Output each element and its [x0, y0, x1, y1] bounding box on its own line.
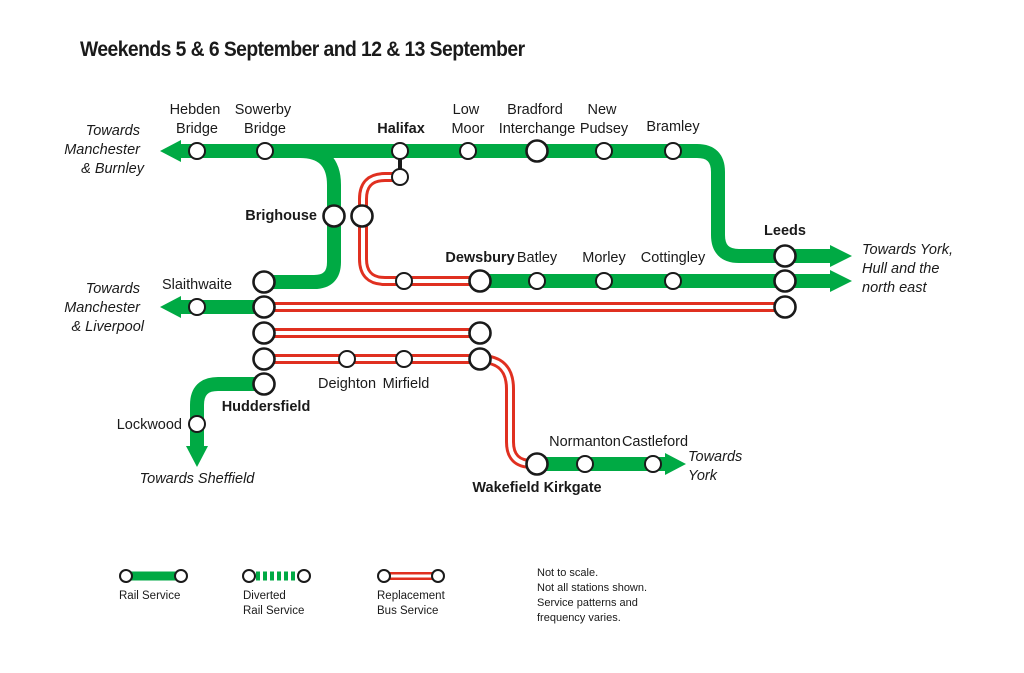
station-marker-huddersfield-1 [252, 270, 276, 294]
destination-york-hull: Towards York, Hull and the north east [862, 242, 957, 296]
station-marker-deighton [338, 350, 356, 368]
label-bramley: Bramley [646, 119, 700, 135]
destination-manchester-burnley: Towards Manchester & Burnley [64, 123, 145, 177]
arrow-east-york-hull-1 [830, 245, 852, 267]
station-marker-new-pudsey [595, 142, 613, 160]
label-brighouse: Brighouse [245, 208, 317, 224]
label-sowerby-bridge: Sowerby Bridge [235, 102, 295, 137]
label-leeds: Leeds [764, 223, 806, 239]
station-marker-brighouse-bus [350, 204, 374, 228]
destination-york: Towards York [688, 449, 746, 484]
legend-replacement-bus-service: Replacement Bus Service [377, 569, 448, 617]
station-marker-batley [528, 272, 546, 290]
destination-labels: Towards Manchester & Burnley Towards Man… [64, 123, 957, 487]
station-marker-mirfield-bus [395, 350, 413, 368]
station-marker-low-moor [459, 142, 477, 160]
direction-arrows [160, 140, 852, 475]
station-marker-huddersfield-4 [252, 347, 276, 371]
station-markers [188, 139, 797, 476]
station-marker-brighouse-rail [322, 204, 346, 228]
rail-line-lockwood [190, 377, 264, 448]
map-notes: Not to scale. Not all stations shown. Se… [537, 567, 650, 624]
station-marker-morley [595, 272, 613, 290]
station-marker-bradford-interchange [525, 139, 549, 163]
destination-manchester-liverpool: Towards Manchester & Liverpool [64, 281, 145, 335]
legend-rail-service: Rail Service [119, 569, 188, 602]
label-deighton: Deighton [318, 376, 376, 392]
bus-line-halifax-dewsbury [358, 172, 480, 286]
station-marker-normanton [576, 455, 594, 473]
page-title: Weekends 5 & 6 September and 12 & 13 Sep… [80, 38, 525, 61]
rail-line-calder-valley [178, 144, 832, 263]
station-marker-dewsbury-south [468, 321, 492, 345]
station-marker-wakefield-kirkgate [525, 452, 549, 476]
station-labels: Hebden Bridge Sowerby Bridge Halifax Low… [117, 102, 806, 496]
label-new-pudsey: New Pudsey [580, 102, 629, 137]
label-batley: Batley [517, 250, 558, 266]
label-low-moor: Low Moor [451, 102, 484, 137]
legend-bus-label: Replacement Bus Service [377, 590, 448, 617]
legend-diverted-rail-service: Diverted Rail Service [242, 569, 311, 617]
rail-line-brighouse-branch [264, 144, 341, 289]
label-halifax: Halifax [377, 121, 425, 137]
arrow-east-york-hull-2 [830, 270, 852, 292]
label-hebden-bridge: Hebden Bridge [170, 102, 225, 137]
label-cottingley: Cottingley [641, 250, 706, 266]
station-marker-cottingley [664, 272, 682, 290]
label-castleford: Castleford [622, 434, 688, 450]
station-marker-lockwood [188, 415, 206, 433]
arrow-west-manchester-burnley [160, 140, 181, 162]
label-slaithwaite: Slaithwaite [162, 277, 232, 293]
station-marker-slaithwaite [188, 298, 206, 316]
station-marker-huddersfield-5 [252, 372, 276, 396]
station-marker-huddersfield-2 [252, 295, 276, 319]
station-marker-sowerby-bridge [256, 142, 274, 160]
label-morley: Morley [582, 250, 626, 266]
bus-lines [264, 172, 785, 469]
arrow-south-sheffield [186, 446, 208, 467]
station-marker-bramley [664, 142, 682, 160]
arrow-east-york [665, 453, 686, 475]
station-marker-halifax [391, 142, 409, 160]
legend: Rail Service Diverted Rail Service Repla… [119, 567, 650, 624]
bus-line-mirfield-wakefield [479, 354, 537, 469]
label-bradford-interchange: Bradford Interchange [499, 102, 576, 137]
station-marker-mirfield [468, 347, 492, 371]
station-marker-leeds-2 [773, 269, 797, 293]
label-wakefield-kirkgate: Wakefield Kirkgate [472, 480, 601, 496]
station-marker-leeds-1 [773, 244, 797, 268]
label-lockwood: Lockwood [117, 417, 182, 433]
station-marker-castleford [644, 455, 662, 473]
station-marker-dewsbury-bus [395, 272, 413, 290]
label-huddersfield: Huddersfield [222, 399, 311, 415]
station-marker-huddersfield-3 [252, 321, 276, 345]
destination-sheffield: Towards Sheffield [140, 471, 256, 487]
arrow-west-manchester-liverpool [160, 296, 181, 318]
station-marker-halifax-bus [391, 168, 409, 186]
legend-diverted-label: Diverted Rail Service [243, 590, 304, 617]
label-dewsbury: Dewsbury [445, 250, 514, 266]
station-marker-leeds-3 [773, 295, 797, 319]
legend-rail-label: Rail Service [119, 590, 180, 602]
station-marker-hebden-bridge [188, 142, 206, 160]
station-marker-dewsbury [468, 269, 492, 293]
label-mirfield: Mirfield [383, 376, 430, 392]
label-normanton: Normanton [549, 434, 621, 450]
